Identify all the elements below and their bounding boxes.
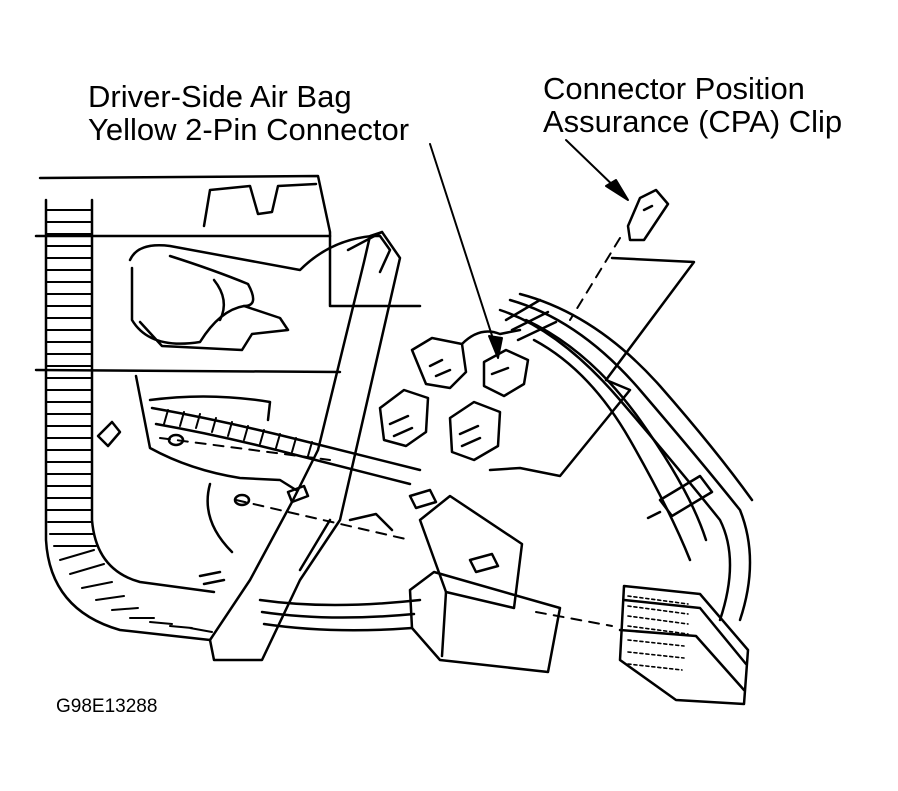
airbag-connector-label-line-1: Driver-Side Air Bag bbox=[88, 79, 352, 114]
cpa-clip-label-line-2: Assurance (CPA) Clip bbox=[543, 104, 843, 140]
multipin-connector bbox=[620, 586, 748, 704]
airbag-connector-label-line-2: Yellow 2-Pin Connector bbox=[88, 112, 410, 148]
airbag-connectors bbox=[380, 300, 556, 460]
middle-harness bbox=[152, 408, 420, 484]
dash-panel bbox=[490, 258, 694, 476]
lower-connector bbox=[260, 490, 560, 672]
column-housing bbox=[36, 176, 420, 552]
airbag-connector-label: Driver-Side Air Bag Yellow 2-Pin Connect… bbox=[88, 80, 409, 147]
fasteners bbox=[98, 422, 308, 584]
figure-id: G98E13288 bbox=[56, 696, 158, 717]
alignment-lines bbox=[160, 238, 620, 626]
corrugated-conduit bbox=[46, 200, 214, 640]
column-bracket bbox=[210, 232, 400, 660]
cpa-clip-label-line-1: Connector Position bbox=[543, 71, 805, 106]
leader-lines bbox=[430, 140, 628, 358]
cpa-clip bbox=[628, 190, 668, 240]
right-wire-bundle bbox=[500, 294, 752, 620]
cpa-clip-label: Connector Position Assurance (CPA) Clip bbox=[543, 72, 842, 139]
